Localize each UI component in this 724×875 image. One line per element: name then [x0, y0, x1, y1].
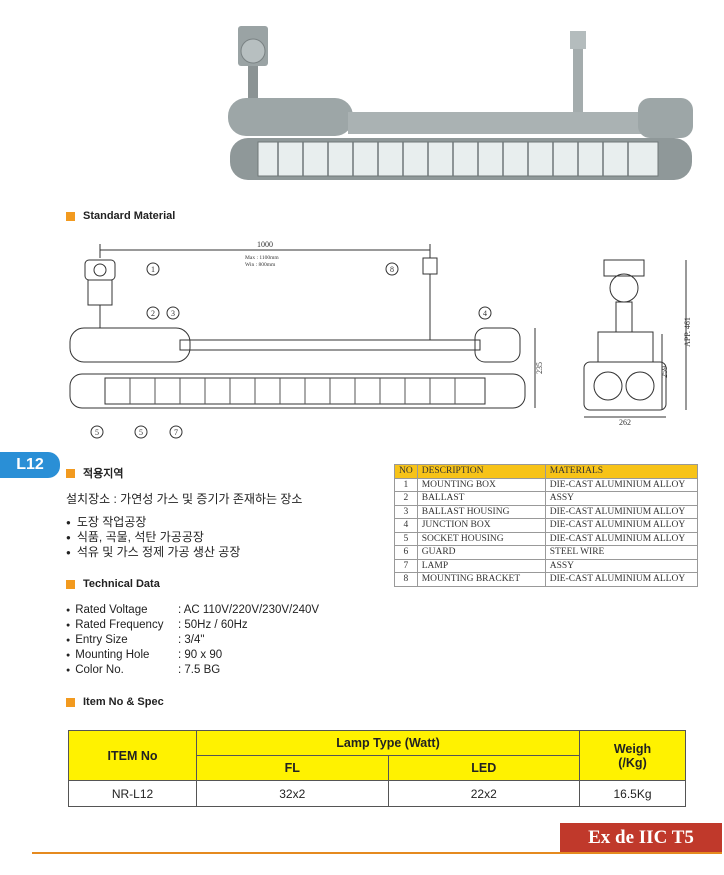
product-photo: [228, 26, 693, 180]
tech-row: Entry Size: 3/4": [66, 633, 319, 648]
section-marker-icon: [66, 211, 75, 221]
col-lamp-type: Lamp Type (Watt): [196, 730, 580, 756]
col-fl: FL: [196, 755, 389, 781]
model-tab: L12: [0, 452, 60, 478]
footer-divider: [32, 852, 722, 854]
dim-max: Max : 1100mm: [245, 255, 279, 261]
col-materials: MATERIALS: [544, 464, 698, 479]
callout-5b: 5: [139, 428, 143, 437]
dim-length: 1000: [257, 240, 273, 249]
application-heading: 적용지역: [66, 465, 123, 481]
ex-rating-badge: Ex de IIC T5: [560, 823, 722, 853]
callout-1: 1: [151, 265, 155, 274]
spec-table: ITEM No Lamp Type (Watt) Weigh (/Kg) FL …: [68, 730, 686, 807]
table-row: NR-L12 32x2 22x2 16.5Kg: [68, 780, 686, 807]
list-item: 식품, 곡물, 석탄 가공공장: [66, 530, 240, 545]
callout-4: 4: [483, 309, 487, 318]
section-marker-icon: [66, 468, 75, 478]
side-drawing: APP. 461 259 262: [583, 259, 692, 427]
tech-row: Rated Frequency: 50Hz / 60Hz: [66, 618, 319, 633]
dim-app-461: APP. 461: [683, 317, 692, 347]
dim-262: 262: [619, 418, 631, 427]
install-location: 설치장소 : 가연성 가스 및 증기가 존재하는 장소: [66, 492, 303, 506]
callout-2: 2: [151, 309, 155, 318]
table-header-row: NO DESCRIPTION MATERIALS: [394, 464, 698, 479]
dim-259: 259: [660, 366, 669, 378]
tech-row: Color No.: 7.5 BG: [66, 663, 319, 678]
dim-height: 235: [535, 362, 544, 374]
callout-8: 8: [390, 265, 394, 274]
tech-row: Rated Voltage: AC 110V/220V/230V/240V: [66, 603, 319, 618]
dim-min: Win : 800mm: [245, 262, 276, 268]
technical-data: Rated Voltage: AC 110V/220V/230V/240V Ra…: [66, 603, 319, 678]
col-description: DESCRIPTION: [416, 464, 546, 479]
front-drawing: 1000 1 2 3 4 8 5 5 7 235 Max : 1100mm Wi…: [69, 240, 544, 439]
callout-5a: 5: [95, 428, 99, 437]
item-spec-heading: Item No & Spec: [66, 696, 164, 708]
tech-row: Mounting Hole: 90 x 90: [66, 648, 319, 663]
list-item: 석유 및 가스 정제 가공 생산 공장: [66, 545, 241, 560]
callout-3: 3: [171, 309, 175, 318]
col-weight: Weigh (/Kg): [579, 730, 686, 781]
standard-material-heading: Standard Material: [66, 210, 175, 222]
application-list: 도장 작업공장 식품, 곡물, 석탄 가공공장 석유 및 가스 정제 가공 생산…: [66, 515, 241, 560]
col-item-no: ITEM No: [68, 730, 197, 781]
col-no: NO: [394, 464, 418, 479]
section-marker-icon: [66, 697, 75, 707]
col-led: LED: [387, 755, 580, 781]
technical-heading: Technical Data: [66, 578, 160, 590]
callout-7: 7: [174, 428, 178, 437]
section-marker-icon: [66, 579, 75, 589]
list-item: 도장 작업공장: [66, 515, 240, 530]
